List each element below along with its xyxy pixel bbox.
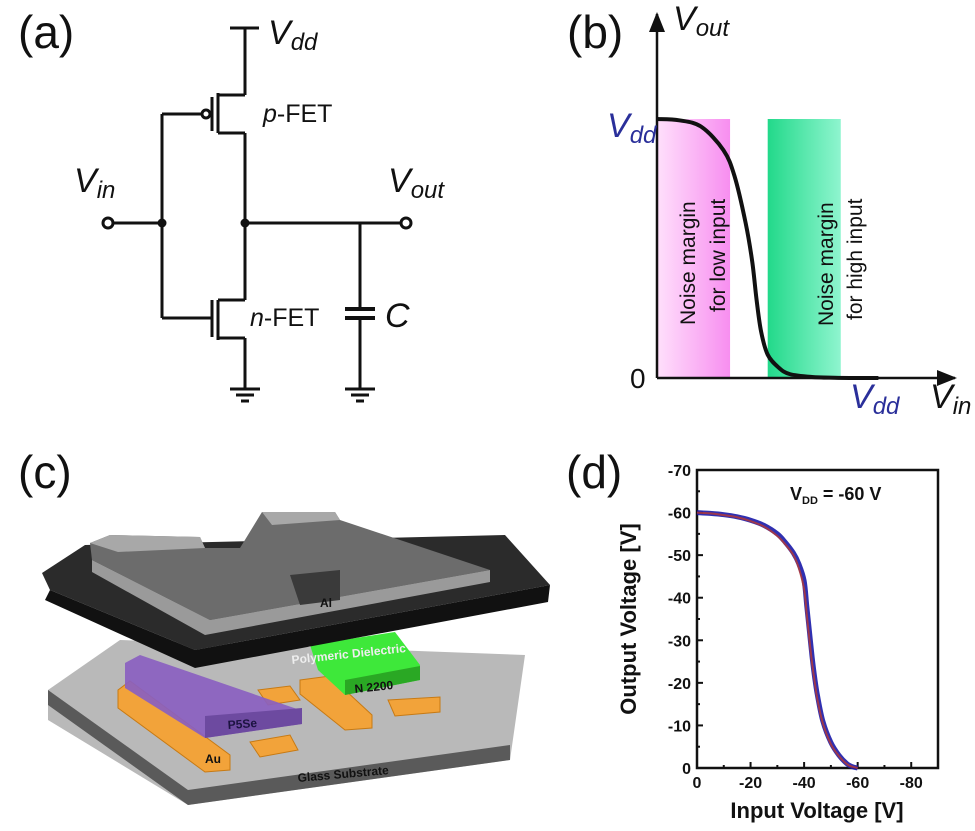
vin-terminal <box>101 216 115 230</box>
panel-a-circuit: (a) <box>18 6 445 403</box>
band-low-line1: Noise margin <box>677 201 700 325</box>
band-high-line2: for high input <box>844 198 867 320</box>
panel-a-label: (a) <box>18 6 74 58</box>
al-label: Al <box>320 596 332 610</box>
d-y-tick-label: -50 <box>668 548 691 565</box>
n2200-layer <box>310 632 420 695</box>
d-y-tick-label: -30 <box>668 633 691 650</box>
pfet-bubble <box>200 108 212 120</box>
d-y-tick-label: -60 <box>668 506 691 523</box>
p5se-layer <box>125 655 302 738</box>
d-plot-frame <box>695 468 940 770</box>
b-y-tick-vdd: Vdd <box>607 107 657 149</box>
d-x-tick-label: -20 <box>739 775 762 792</box>
panel-d-chart: (d) 0-20-40-60-800-10-20-30-40-50-60-70 … <box>566 446 940 823</box>
d-y-tick-label: -10 <box>668 718 691 735</box>
circuit-wires <box>113 26 401 388</box>
band-high-line1: Noise margin <box>815 202 838 326</box>
d-y-tick-label: -70 <box>668 463 691 480</box>
d-series <box>696 510 859 771</box>
capacitor-label: C <box>385 297 410 335</box>
panel-b-chart: (b) Noise margin for low input Noise mar… <box>567 0 971 420</box>
d-x-tick-label: -80 <box>900 775 923 792</box>
b-x-axis-title: Vin <box>930 378 971 420</box>
panel-c-device: (c) <box>18 446 550 805</box>
noise-margin-high-band <box>767 119 841 378</box>
vout-label: Vout <box>388 162 445 204</box>
ground-icon <box>230 387 260 403</box>
pfet-label: p-FET <box>262 100 332 128</box>
d-annotation: VDD = -60 V <box>790 484 881 507</box>
d-x-tick-label: 0 <box>693 775 702 792</box>
b-y-axis-title: Vout <box>673 0 730 42</box>
ground-icon <box>345 387 375 403</box>
vdd-label: Vdd <box>268 14 318 56</box>
vin-label: Vin <box>74 162 115 204</box>
d-x-axis-title: Input Voltage [V] <box>730 798 903 823</box>
d-x-tick-label: -60 <box>846 775 869 792</box>
d-x-tick-label: -40 <box>793 775 816 792</box>
nfet-label: n-FET <box>250 304 319 332</box>
panel-d-label: (d) <box>566 446 622 498</box>
au-contacts <box>117 675 441 773</box>
d-ticks: 0 -20 -40 -60 -80 0 -10 -20 -30 -40 -50 -60 -70 <box>668 463 939 792</box>
input-junction-dot <box>157 218 167 228</box>
p5se-label: P5Se <box>227 716 258 732</box>
b-transfer-curve <box>656 117 879 381</box>
d-y-tick-label: 0 <box>682 761 691 778</box>
d-y-axis-title: Output Voltage [V] <box>616 523 641 714</box>
panel-b-label: (b) <box>567 6 623 58</box>
b-x-tick-vdd: Vdd <box>850 378 900 420</box>
d-y-tick-label: -20 <box>668 676 691 693</box>
vout-terminal <box>399 216 413 230</box>
al-electrodes <box>90 512 490 635</box>
au-label: Au <box>205 752 221 766</box>
d-y-tick-label: -40 <box>668 591 691 608</box>
b-origin-label: 0 <box>630 363 646 394</box>
n2200-label: N 2200 <box>354 678 394 696</box>
output-junction-dot <box>240 218 250 228</box>
panel-c-label: (c) <box>18 446 72 498</box>
d-series-reverse-sweep <box>696 511 858 769</box>
band-low-line2: for low input <box>707 199 730 312</box>
noise-margin-low-band <box>657 119 731 378</box>
